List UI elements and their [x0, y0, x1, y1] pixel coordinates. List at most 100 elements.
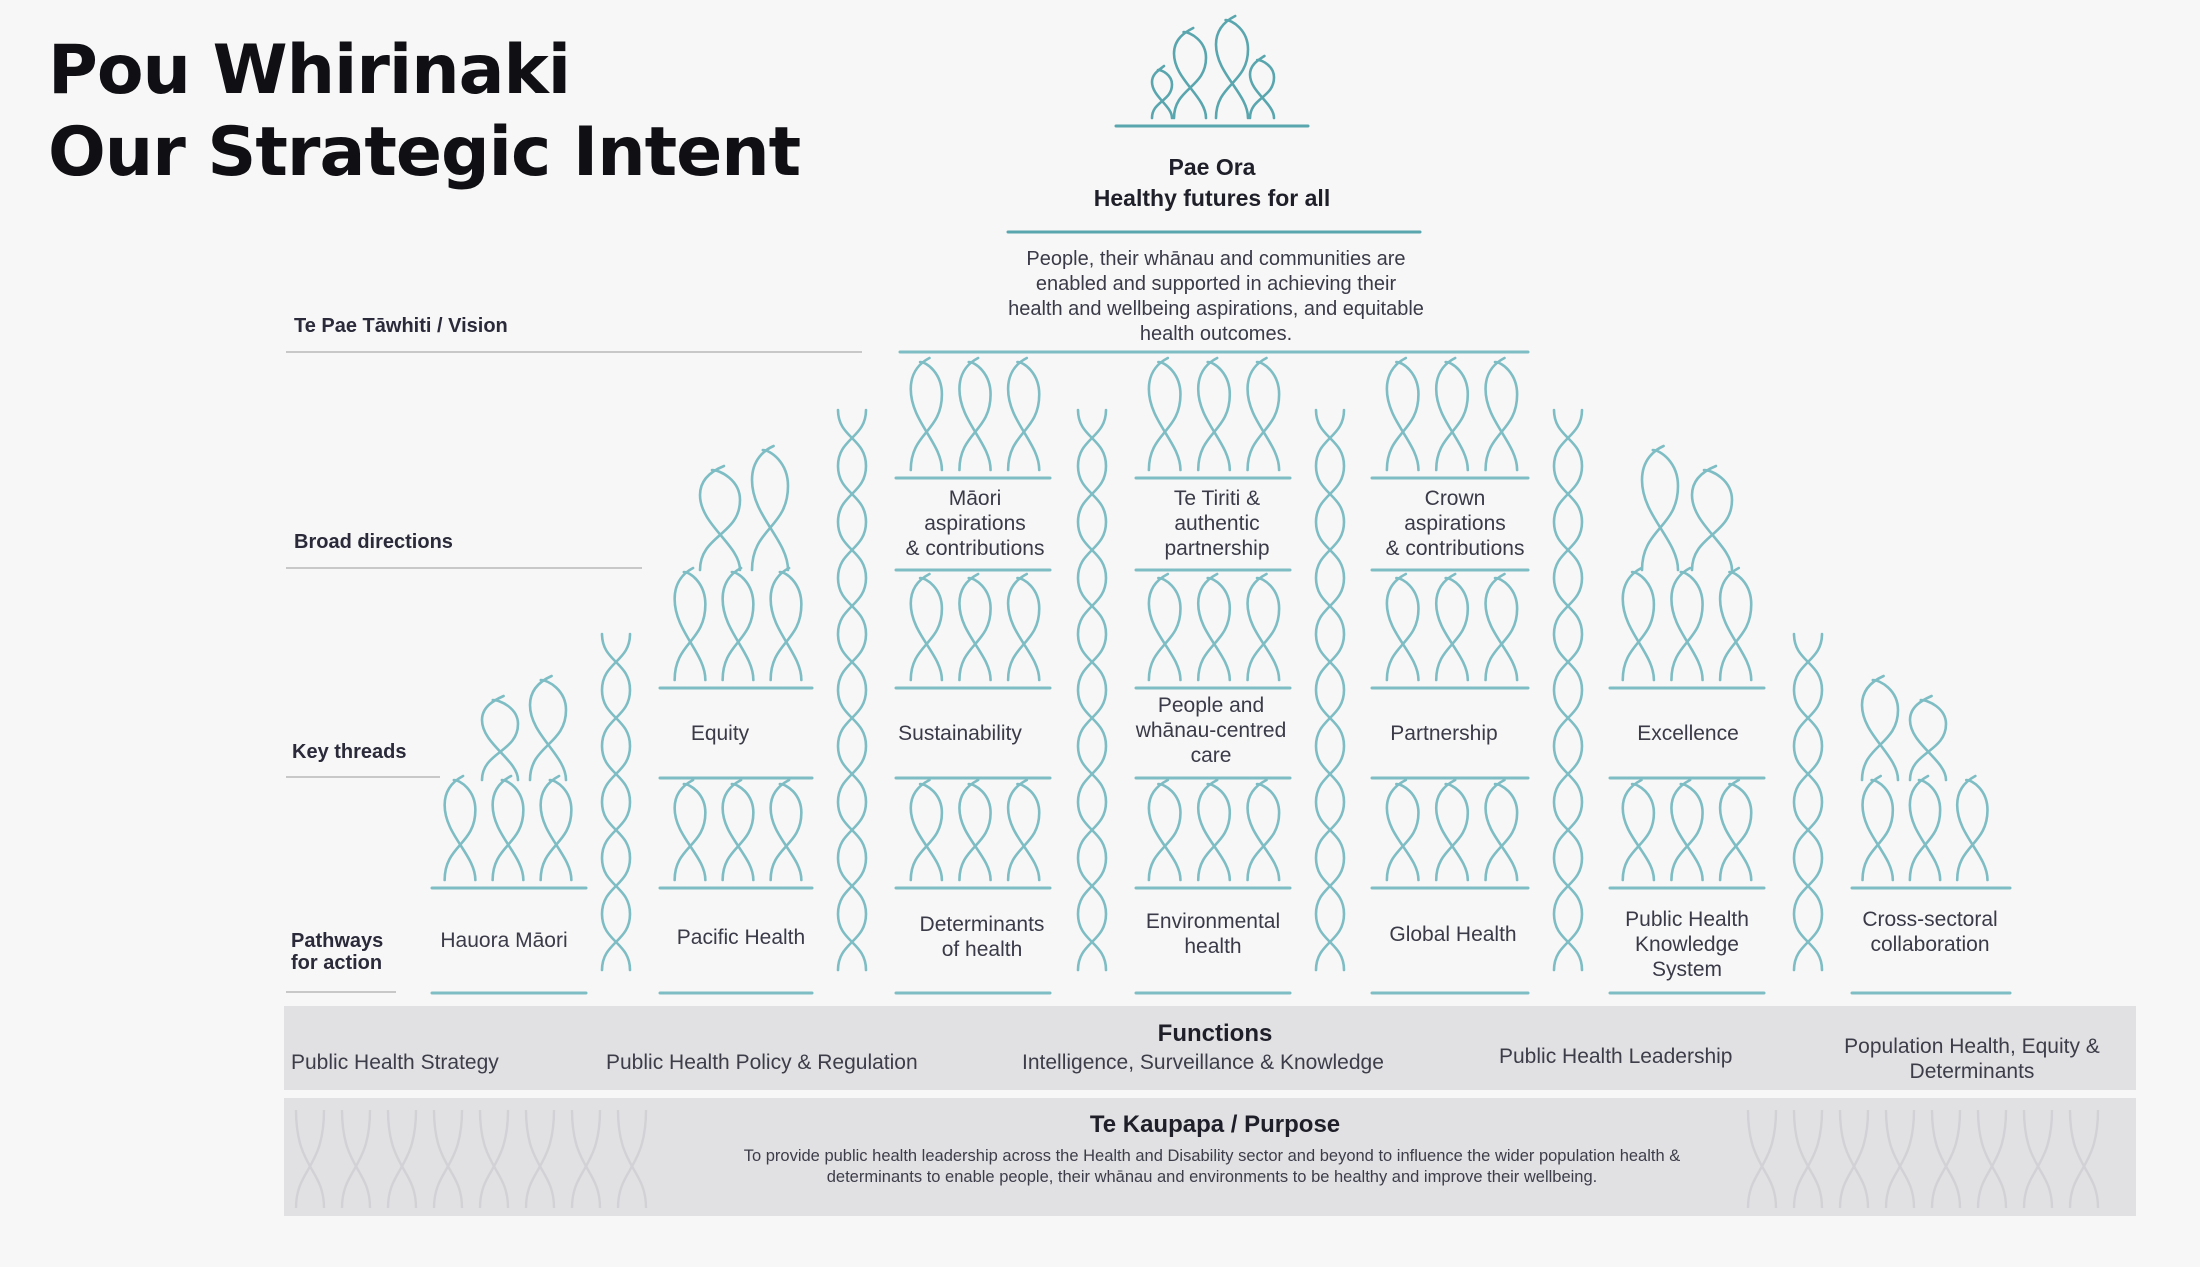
weave-block-strand [958, 576, 992, 682]
row-rule-pathways [286, 991, 396, 993]
apex-weave-strand [1172, 30, 1208, 120]
weave-block-strand [1385, 360, 1420, 472]
pathway-global-health: Global Health [1389, 922, 1516, 947]
side-weave-strand [480, 694, 520, 782]
function-line: Intelligence, Surveillance & Knowledge [1022, 1051, 1384, 1074]
row-label-pathways-line-2: for action [291, 952, 383, 974]
key-thread-line: whānau-centred [1135, 719, 1287, 742]
weave-block-strand [1670, 566, 1704, 682]
weave-block-strand [1861, 774, 1895, 882]
row-label-broad: Broad directions [294, 531, 453, 553]
pathway-environmental: Environmental health [1146, 909, 1280, 959]
weave-block-strand [1006, 778, 1041, 882]
weave-block-strand [909, 360, 944, 472]
pathway-line: Hauora Māori [440, 929, 568, 952]
weave-block-strand [909, 572, 944, 682]
broad-direction-line: Māori [948, 487, 1002, 510]
weave-block-strand [721, 778, 755, 882]
weave-block-strand [1196, 356, 1232, 472]
key-thread-partnership: Partnership [1390, 721, 1497, 746]
pathway-hauora-maori: Hauora Māori [440, 928, 567, 953]
apex-line-1: Pae Ora [1168, 154, 1256, 180]
weave-block-strand [1718, 566, 1753, 682]
weave-column-strand [1792, 632, 1824, 972]
weave-block-strand [1670, 570, 1704, 682]
purpose-title: Te Kaupapa / Purpose [1089, 1111, 1341, 1138]
pathway-line: Determinants [919, 913, 1045, 936]
weave-block-strand [1621, 778, 1656, 882]
weave-block-strand [769, 778, 803, 882]
pathway-line: Pacific Health [676, 926, 806, 949]
weave-block-strand [539, 774, 573, 882]
vision-line-2: enabled and supported in achieving their [1035, 273, 1397, 295]
pathway-line: Cross-sectoral [1862, 908, 1998, 931]
weave-block-strand [673, 778, 707, 882]
apex-weave-strand [1214, 18, 1250, 120]
weave-block-strand [1861, 778, 1895, 882]
pathway-cross-sectoral: Cross-sectoral collaboration [1862, 907, 1997, 957]
vision-line-1: People, their whānau and communities are [1026, 248, 1406, 270]
weave-block-strand [721, 570, 755, 682]
title-line-2: Our Strategic Intent [48, 113, 801, 192]
function-policy-regulation: Public Health Policy & Regulation [606, 1050, 918, 1075]
key-thread-line: care [1190, 744, 1232, 767]
weave-block-strand [909, 778, 944, 882]
key-thread-equity: Equity [691, 721, 749, 746]
weave-block-strand [1484, 576, 1519, 682]
weave-block-strand [1196, 778, 1232, 882]
weave-block-strand [1484, 572, 1519, 682]
side-weave-strand [1690, 468, 1734, 572]
apex-weave-strand [1248, 58, 1276, 120]
weave-block-strand [769, 570, 803, 682]
weave-block-strand [1196, 576, 1232, 682]
function-strategy: Public Health Strategy [291, 1050, 499, 1075]
weave-block-strand [1955, 774, 1989, 882]
weave-block-strand [958, 572, 992, 682]
weave-block-strand [1621, 570, 1656, 682]
weave-block-strand [1434, 576, 1470, 682]
weave-block-strand [1385, 572, 1420, 682]
weave-block-strand [1147, 782, 1182, 882]
pathway-line: Public Health [1625, 908, 1749, 931]
weave-block-strand [958, 778, 992, 882]
side-weave-strand [1908, 698, 1948, 782]
row-rule-broad [286, 567, 642, 569]
weave-block-strand [1006, 356, 1041, 472]
pathway-line: collaboration [1870, 933, 1990, 956]
pathway-line: Environmental [1145, 910, 1281, 933]
function-population-health: Population Health, Equity & Determinants [1832, 1034, 2112, 1084]
weave-block-strand [1908, 774, 1942, 882]
weave-block-strand [909, 782, 944, 882]
purpose-text: To provide public health leadership acro… [743, 1147, 1681, 1186]
side-weave-strand [1860, 678, 1900, 782]
side-weave-strand [750, 448, 790, 572]
weave-block-strand [1955, 778, 1989, 882]
weave-block-strand [1434, 778, 1470, 882]
side-weave-strand [528, 674, 568, 782]
broad-direction-line: Te Tiriti & [1173, 487, 1261, 510]
pathway-line: health [1184, 935, 1242, 958]
apex-weave-strand [1150, 64, 1174, 120]
broad-direction-line: authentic [1174, 512, 1260, 535]
function-line: Determinants [1909, 1060, 2035, 1083]
weave-block-strand [909, 356, 944, 472]
broad-direction-line: partnership [1164, 537, 1270, 560]
weave-block-strand [1670, 778, 1704, 882]
weave-block-strand [721, 566, 755, 682]
broad-direction-line: aspirations [1404, 512, 1506, 535]
weave-column-strand [1552, 408, 1584, 972]
apex-text: Pae Ora Healthy futures for all [1094, 152, 1330, 214]
weave-block-strand [1006, 782, 1041, 882]
functions-band [284, 1006, 2136, 1090]
function-line: Public Health Leadership [1499, 1045, 1733, 1068]
row-rule-vision [286, 351, 862, 353]
row-label-vision: Te Pae Tāwhiti / Vision [294, 315, 508, 337]
functions-title: Functions [1157, 1020, 1273, 1047]
key-thread-line: Equity [690, 722, 750, 745]
weave-block-strand [1385, 356, 1420, 472]
key-thread-line: Sustainability [898, 722, 1022, 745]
pathway-determinants: Determinants of health [920, 912, 1045, 962]
pathway-line: of health [941, 938, 1023, 961]
pathway-pacific-health: Pacific Health [677, 925, 805, 950]
